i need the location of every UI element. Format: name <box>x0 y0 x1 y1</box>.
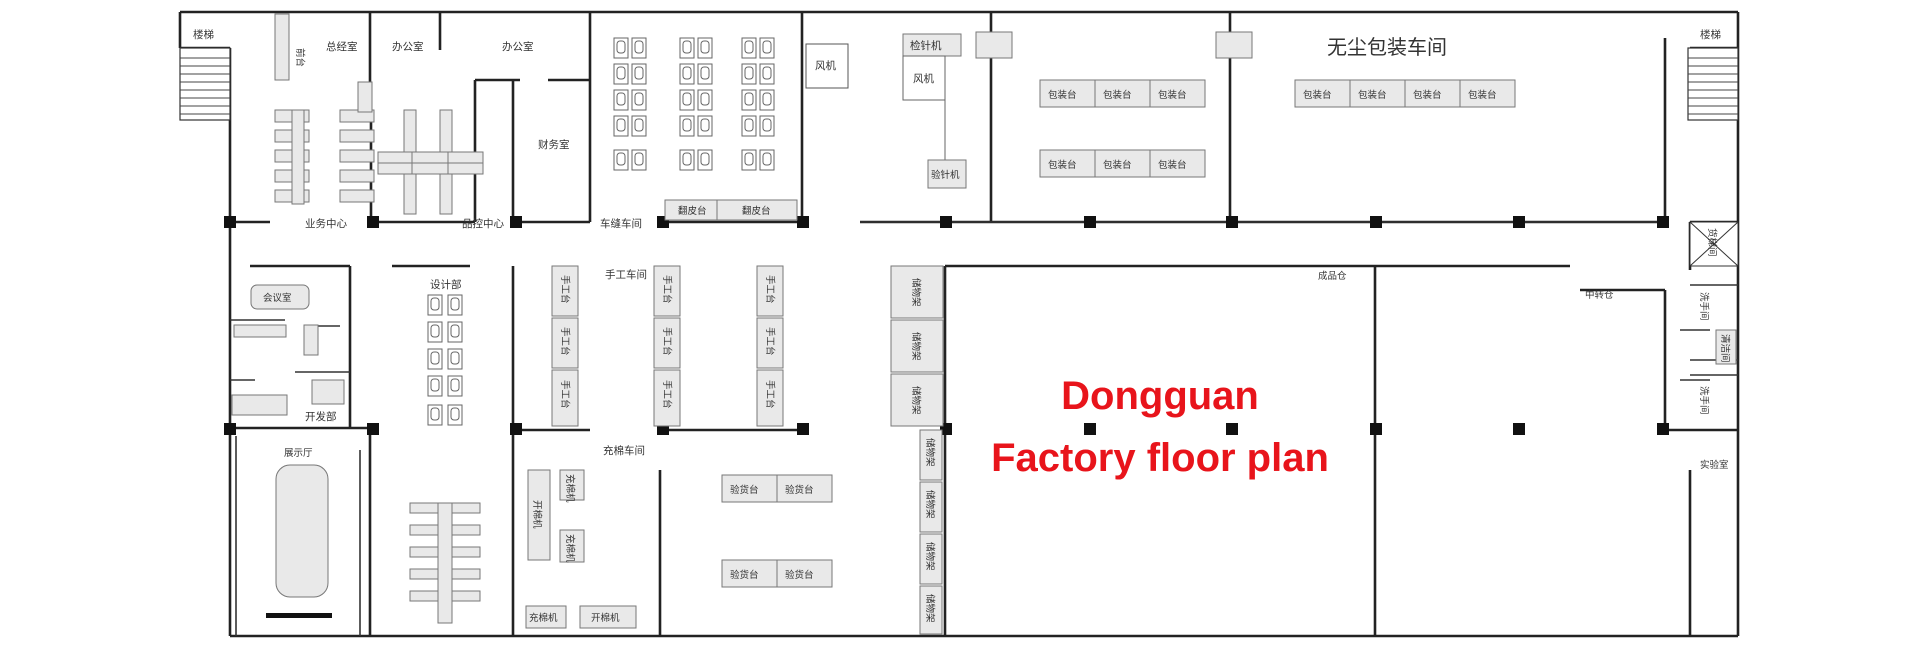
handwork-table-label: 手工台 <box>661 275 673 304</box>
storage-label: 储物架 <box>910 332 922 361</box>
storage-shelves <box>890 265 944 635</box>
washroom-label: 洗手间 <box>1698 292 1710 321</box>
storage-label: 储物架 <box>910 386 922 415</box>
room-labels: 楼梯 楼梯 前台 总经室 办公室 办公室 财务室 业务中心 品控中心 车缝车间 … <box>193 28 1731 624</box>
handwork-table-label: 手工台 <box>764 380 776 409</box>
packing-label: 包装台 <box>1103 89 1132 101</box>
cutting-table-label-1: 翻皮台 <box>678 205 707 217</box>
elevator-label: 货梯间 <box>1706 228 1718 257</box>
filling-workshop-equipment <box>525 469 833 629</box>
filling-machine-label: 充棉机 <box>529 612 558 624</box>
opening-machine-label: 开棉机 <box>591 612 620 624</box>
inspection-table-label: 验货台 <box>785 484 814 496</box>
needle-detector-label: 检针机 <box>910 39 942 52</box>
dustfree-packing-label: 无尘包装车间 <box>1327 35 1447 59</box>
elevator-box <box>1689 221 1739 365</box>
stairs-left <box>179 47 231 121</box>
handwork-table-label: 手工台 <box>559 380 571 409</box>
storage-label: 储物架 <box>924 542 936 571</box>
office-1-label: 办公室 <box>392 40 424 53</box>
finance-label: 财务室 <box>538 138 570 151</box>
fan-label: 风机 <box>815 59 836 72</box>
inspection-table-label: 验货台 <box>730 484 759 496</box>
meeting-area <box>231 284 345 416</box>
handwork-table-label: 手工台 <box>559 327 571 356</box>
storage-label: 储物架 <box>910 278 922 307</box>
office-furniture <box>274 13 484 215</box>
packing-label: 包装台 <box>1103 159 1132 171</box>
fan-2-label: 风机 <box>913 72 934 85</box>
packing-label: 包装台 <box>1158 159 1187 171</box>
inspection-table-label: 验货台 <box>730 569 759 581</box>
stairs-right <box>1687 47 1739 121</box>
qc-center-label: 品控中心 <box>462 217 504 230</box>
opening-machine-label: 开棉机 <box>531 500 543 529</box>
fan-box <box>805 43 849 89</box>
packing-label: 包装台 <box>1413 89 1442 101</box>
filling-workshop-label: 充棉车间 <box>603 444 645 457</box>
stairs-left-label: 楼梯 <box>193 28 214 41</box>
handwork-table-label: 手工台 <box>764 275 776 304</box>
washroom-label: 洗手间 <box>1698 386 1710 415</box>
packing-label: 包装台 <box>1048 89 1077 101</box>
finished-warehouse-label: 成品仓 <box>1318 270 1347 282</box>
storage-label: 储物架 <box>924 594 936 623</box>
filling-machine-label: 充棉机 <box>564 474 576 503</box>
packing-label: 包装台 <box>1158 89 1187 101</box>
design-machines <box>427 294 463 426</box>
development-dept-label: 开发部 <box>305 410 337 423</box>
needle-area <box>902 31 1253 189</box>
sewing-machines <box>613 37 775 171</box>
stairs-right-label: 楼梯 <box>1700 28 1721 41</box>
filling-machine-label: 充棉机 <box>564 534 576 563</box>
showroom-furniture <box>266 464 481 624</box>
meeting-room-label: 会议室 <box>263 292 292 304</box>
storage-label: 储物架 <box>924 490 936 519</box>
handwork-table-label: 手工台 <box>559 275 571 304</box>
caption-line-2: Factory floor plan <box>991 436 1329 480</box>
office-2-label: 办公室 <box>502 40 534 53</box>
storage-label: 储物架 <box>924 438 936 467</box>
handwork-table-label: 手工台 <box>661 380 673 409</box>
packing-label: 包装台 <box>1303 89 1332 101</box>
cutting-tables <box>664 199 798 221</box>
transit-warehouse-label: 中转仓 <box>1585 289 1614 301</box>
needle-detector-2-label: 验针机 <box>931 169 960 181</box>
packing-label: 包装台 <box>1358 89 1387 101</box>
reception-label: 前台 <box>294 48 306 67</box>
handwork-workshop-label: 手工车间 <box>605 268 647 281</box>
cutting-table-label-2: 翻皮台 <box>742 205 771 217</box>
packing-label: 包装台 <box>1468 89 1497 101</box>
inspection-table-label: 验货台 <box>785 569 814 581</box>
handwork-table-label: 手工台 <box>764 327 776 356</box>
handwork-tables <box>551 265 784 427</box>
lab-label: 实验室 <box>1700 459 1729 471</box>
packing-tables <box>1039 79 1516 178</box>
general-manager-label: 总经室 <box>326 40 358 53</box>
design-dept-label: 设计部 <box>430 278 462 291</box>
packing-label: 包装台 <box>1048 159 1077 171</box>
caption-line-1: Dongguan <box>1061 374 1259 418</box>
utility-label: 清洁间 <box>1719 334 1731 363</box>
interior-walls <box>230 12 1738 636</box>
sewing-workshop-label: 车缝车间 <box>600 217 642 230</box>
showroom-label: 展示厅 <box>284 448 313 459</box>
business-center-label: 业务中心 <box>305 217 347 230</box>
handwork-table-label: 手工台 <box>661 327 673 356</box>
